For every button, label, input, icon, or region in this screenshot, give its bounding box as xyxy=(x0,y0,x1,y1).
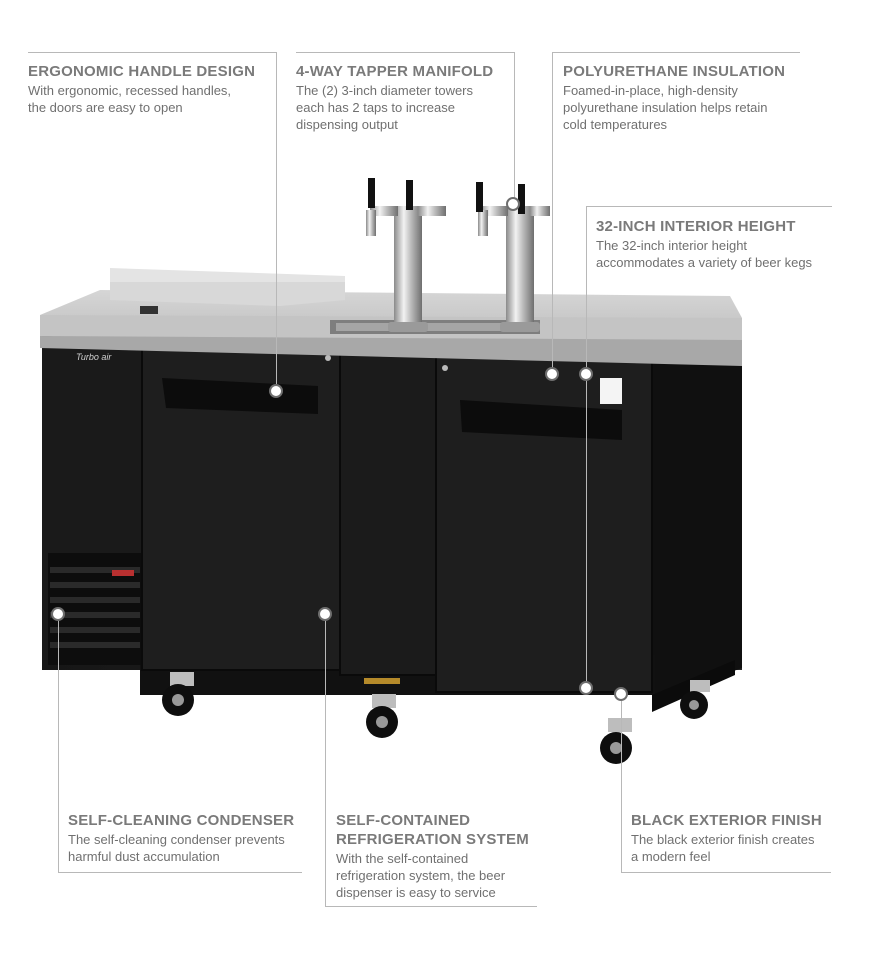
callout-condenser: SELF-CLEANING CONDENSER The self-cleanin… xyxy=(68,811,318,865)
top-lid xyxy=(110,282,345,306)
drain-valve xyxy=(364,678,400,684)
height-leader-v xyxy=(586,206,587,688)
callout-handle-title: ERGONOMIC HANDLE DESIGN xyxy=(28,63,256,80)
certification-label xyxy=(600,378,622,404)
desc-line: The black exterior finish creates xyxy=(631,832,815,847)
refrigeration-leader-h xyxy=(325,906,537,907)
insulation-leader-h xyxy=(552,52,800,53)
tapper-hotspot[interactable] xyxy=(506,197,520,211)
desc-line: refrigeration system, the beer xyxy=(336,868,506,883)
center-panel xyxy=(339,344,437,676)
condenser-leader-h xyxy=(58,872,302,873)
desc-line: polyurethane insulation helps retain xyxy=(563,100,768,115)
insulation-hotspot[interactable] xyxy=(545,367,559,381)
callout-tapper: 4-WAY TAPPER MANIFOLD The (2) 3-inch dia… xyxy=(296,62,536,133)
desc-line: dispensing output xyxy=(296,117,398,132)
desc-line: accommodates a variety of beer kegs xyxy=(596,255,813,270)
insulation-leader-v xyxy=(552,52,553,368)
brand-logo: Turbo air xyxy=(76,352,112,362)
callout-handle: ERGONOMIC HANDLE DESIGN With ergonomic, … xyxy=(28,62,278,116)
callout-condenser-title: SELF-CLEANING CONDENSER xyxy=(68,812,295,829)
callout-height: 32-INCH INTERIOR HEIGHT The 32-inch inte… xyxy=(596,217,846,271)
finish-leader-v xyxy=(621,694,622,872)
callout-refrigeration-desc: With the self-contained refrigeration sy… xyxy=(336,850,556,901)
height-hotspot-bottom[interactable] xyxy=(579,681,593,695)
height-leader-h xyxy=(586,206,832,207)
refrigeration-leader-v xyxy=(325,614,326,906)
desc-line: each has 2 taps to increase xyxy=(296,100,455,115)
desc-line: The (2) 3-inch diameter towers xyxy=(296,83,474,98)
callout-tapper-desc: The (2) 3-inch diameter towers each has … xyxy=(296,82,536,133)
callout-insulation-title: POLYURETHANE INSULATION xyxy=(563,63,786,80)
handle-leader-h xyxy=(28,52,276,53)
tapper-leader-v xyxy=(514,52,515,200)
callout-handle-desc: With ergonomic, recessed handles, the do… xyxy=(28,82,278,116)
height-hotspot-top[interactable] xyxy=(579,367,593,381)
handle-leader-v xyxy=(276,52,277,384)
finish-leader-h xyxy=(621,872,831,873)
callout-insulation-desc: Foamed-in-place, high-density polyuretha… xyxy=(563,82,823,133)
right-door xyxy=(435,349,653,693)
callout-condenser-desc: The self-cleaning condenser prevents har… xyxy=(68,831,318,865)
tapper-leader-h xyxy=(296,52,514,53)
desc-line: harmful dust accumulation xyxy=(68,849,220,864)
condenser-hotspot[interactable] xyxy=(51,607,65,621)
tap-tower-right xyxy=(476,182,550,332)
callout-refrigeration: SELF-CONTAINED REFRIGERATION SYSTEM With… xyxy=(336,811,556,901)
callout-finish-desc: The black exterior finish creates a mode… xyxy=(631,831,856,865)
callout-finish: BLACK EXTERIOR FINISH The black exterior… xyxy=(631,811,856,865)
desc-line: The self-cleaning condenser prevents xyxy=(68,832,285,847)
desc-line: dispenser is easy to service xyxy=(336,885,496,900)
tap-tower-left xyxy=(366,178,446,332)
desc-line: The 32-inch interior height xyxy=(596,238,748,253)
callout-finish-title: BLACK EXTERIOR FINISH xyxy=(631,812,822,829)
callout-height-title: 32-INCH INTERIOR HEIGHT xyxy=(596,218,796,235)
desc-line: With ergonomic, recessed handles, xyxy=(28,83,232,98)
refrigeration-hotspot[interactable] xyxy=(318,607,332,621)
desc-line: cold temperatures xyxy=(563,117,668,132)
callout-tapper-title: 4-WAY TAPPER MANIFOLD xyxy=(296,63,494,80)
callout-height-desc: The 32-inch interior height accommodates… xyxy=(596,237,846,271)
title-line: REFRIGERATION SYSTEM xyxy=(336,831,529,848)
left-door xyxy=(141,339,341,671)
desc-line: With the self-contained xyxy=(336,851,469,866)
casters xyxy=(162,672,710,764)
callout-insulation: POLYURETHANE INSULATION Foamed-in-place,… xyxy=(563,62,823,133)
callout-refrigeration-title: SELF-CONTAINED REFRIGERATION SYSTEM xyxy=(336,811,556,849)
title-line: SELF-CONTAINED xyxy=(336,812,471,829)
desc-line: Foamed-in-place, high-density xyxy=(563,83,738,98)
handle-hotspot[interactable] xyxy=(269,384,283,398)
finish-hotspot[interactable] xyxy=(614,687,628,701)
condenser-leader-v xyxy=(58,614,59,872)
desc-line: a modern feel xyxy=(631,849,711,864)
desc-line: the doors are easy to open xyxy=(28,100,183,115)
